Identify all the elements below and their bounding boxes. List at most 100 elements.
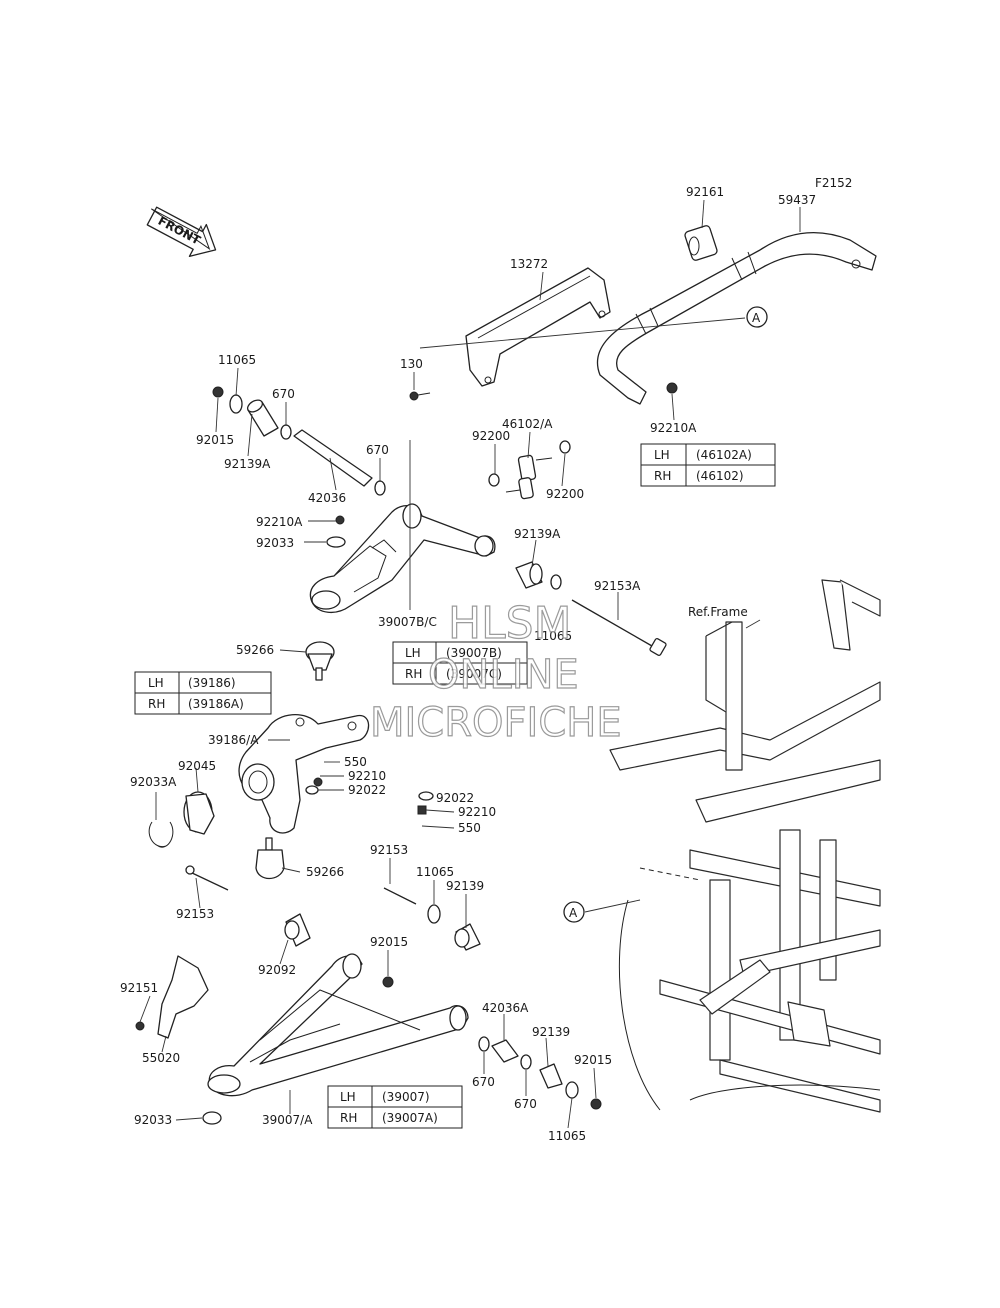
upper-lh-side: LH	[405, 646, 421, 660]
label-11065-lower: 11065	[548, 1129, 586, 1143]
label-59266-lower: 59266	[306, 865, 344, 879]
knuckle-rh-side: RH	[148, 697, 165, 711]
watermark-line3: MICROFICHE	[370, 700, 622, 746]
circlip-92033	[202, 1111, 222, 1125]
upper-pivot-hardware	[212, 386, 386, 496]
label-92139-lower: 92139	[532, 1025, 570, 1039]
lower-rh-side: RH	[340, 1111, 357, 1125]
label-92033-upper: 92033	[256, 536, 294, 550]
upper-rh-part: (39007C)	[446, 667, 502, 681]
label-92045: 92045	[178, 759, 216, 773]
label-92139-mid: 92139	[446, 879, 484, 893]
label-39186A: 39186/A	[208, 733, 259, 747]
label-59437: 59437	[778, 193, 816, 207]
ref-frame-label: Ref.Frame	[688, 605, 748, 619]
bolt-92153A	[571, 599, 667, 656]
label-92033A: 92033A	[130, 775, 177, 789]
label-92210A-top: 92210A	[650, 421, 697, 435]
label-92151: 92151	[120, 981, 158, 995]
bushing-92161	[684, 225, 718, 261]
stab-rh-part: (46102)	[696, 469, 744, 483]
table-upper-arm: LH (39007B) RH (39007C)	[392, 641, 528, 685]
lower-rear-bushing	[478, 1036, 602, 1110]
lower-arm-hardware	[185, 865, 481, 988]
label-39007A: 39007/A	[262, 1113, 313, 1127]
label-670-b: 670	[366, 443, 389, 457]
label-92015-upper: 92015	[196, 433, 234, 447]
callout-a-bottom: A	[563, 901, 585, 923]
label-92033-lower: 92033	[134, 1113, 172, 1127]
stab-lh-part: (46102A)	[696, 448, 752, 462]
label-92139A-upper: 92139A	[224, 457, 271, 471]
ball-joint-upper	[305, 641, 335, 681]
upper-rh-side: RH	[405, 667, 422, 681]
lower-lh-side: LH	[340, 1090, 356, 1104]
bolt-130	[409, 391, 431, 401]
lower-lh-part: (39007)	[382, 1090, 430, 1104]
label-39007BC: 39007B/C	[378, 615, 437, 629]
guard-55020	[135, 955, 209, 1039]
bracket-13272	[465, 267, 611, 387]
label-670-c: 670	[472, 1075, 495, 1089]
upper-rear-bushing	[515, 561, 562, 590]
figure-code: F2152	[815, 176, 852, 190]
callout-a-top-label: A	[752, 311, 761, 325]
watermark: HLSM ONLINE MICROFICHE	[369, 597, 622, 746]
label-92139A-rear: 92139A	[514, 527, 561, 541]
label-92161: 92161	[686, 185, 724, 199]
stabilizer-bar	[596, 231, 877, 405]
label-92153-left: 92153	[176, 907, 214, 921]
table-lower-arm: LH (39007) RH (39007A)	[327, 1085, 463, 1129]
label-11065-mid: 11065	[416, 865, 454, 879]
label-550-a: 550	[344, 755, 367, 769]
label-92022-a: 92022	[348, 783, 386, 797]
ball-joint-lower	[255, 837, 285, 880]
knuckle-lh-part: (39186)	[188, 676, 236, 690]
label-670-d: 670	[514, 1097, 537, 1111]
label-92015-lower: 92015	[574, 1053, 612, 1067]
knuckle	[238, 713, 434, 834]
label-130: 130	[400, 357, 423, 371]
upper-lh-part: (39007B)	[446, 646, 502, 660]
label-55020: 55020	[142, 1051, 180, 1065]
label-92210-b: 92210	[458, 805, 496, 819]
label-11065-upper: 11065	[218, 353, 256, 367]
watermark-line2: ONLINE	[428, 652, 579, 698]
label-13272: 13272	[510, 257, 548, 271]
label-92153-right: 92153	[370, 843, 408, 857]
label-59266-upper: 59266	[236, 643, 274, 657]
label-92092: 92092	[258, 963, 296, 977]
wheel-bearing	[148, 791, 215, 848]
stab-rh-side: RH	[654, 469, 671, 483]
stab-lh-side: LH	[654, 448, 670, 462]
watermark-line1: HLSM	[448, 598, 572, 649]
label-42036A: 42036A	[482, 1001, 529, 1015]
label-92200-left: 92200	[472, 429, 510, 443]
label-92200-right: 92200	[546, 487, 584, 501]
label-92022-b: 92022	[436, 791, 474, 805]
front-arrow-icon: FRONT	[146, 206, 217, 257]
table-stabilizer-link: LH (46102A) RH (46102)	[640, 443, 776, 487]
upper-a-arm	[309, 503, 496, 613]
callout-a-bottom-label: A	[569, 906, 578, 920]
label-92153A: 92153A	[594, 579, 641, 593]
label-11065-rear: 11065	[534, 629, 572, 643]
label-670-a: 670	[272, 387, 295, 401]
label-92015-mid: 92015	[370, 935, 408, 949]
lower-a-arm	[207, 953, 469, 1097]
lower-rh-part: (39007A)	[382, 1111, 438, 1125]
label-92210-a: 92210	[348, 769, 386, 783]
knuckle-lh-side: LH	[148, 676, 164, 690]
label-550-b: 550	[458, 821, 481, 835]
knuckle-rh-part: (39186A)	[188, 697, 244, 711]
part-labels: F2152 92161 59437 13272 130 46102/A 9220…	[120, 176, 852, 1143]
label-46102A: 46102/A	[502, 417, 553, 431]
label-42036: 42036	[308, 491, 346, 505]
stabilizer-link	[488, 382, 678, 500]
leader-lines	[139, 199, 801, 1129]
frame	[609, 579, 881, 1113]
callout-a-top: A	[746, 306, 768, 328]
label-92210A-left: 92210A	[256, 515, 303, 529]
table-knuckle: LH (39186) RH (39186A)	[134, 671, 272, 715]
